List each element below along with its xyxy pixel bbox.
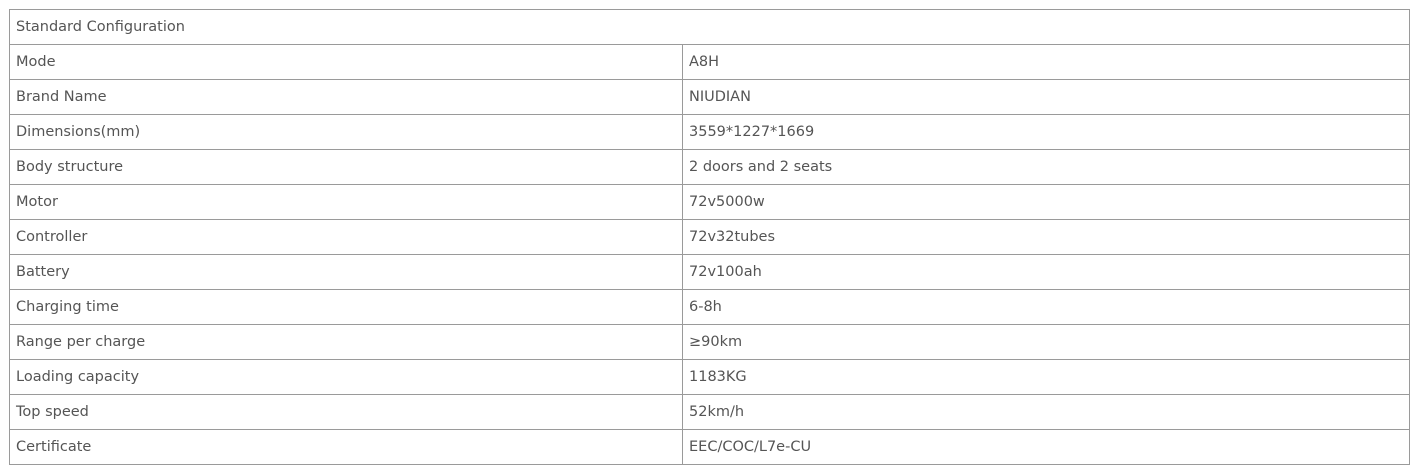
row-label: Top speed xyxy=(9,394,683,430)
row-value: 72v5000w xyxy=(681,184,1411,220)
row-value: 52km/h xyxy=(681,394,1411,430)
row-value: 1183KG xyxy=(681,359,1411,395)
row-value: ≥90km xyxy=(681,324,1411,360)
row-label: Loading capacity xyxy=(9,359,683,395)
row-value: 6-8h xyxy=(681,289,1411,325)
row-label: Battery xyxy=(9,254,683,290)
row-value: A8H xyxy=(681,44,1411,80)
row-value: 72v100ah xyxy=(681,254,1411,290)
row-value: NIUDIAN xyxy=(681,79,1411,115)
row-value: EEC/COC/L7e-CU xyxy=(681,429,1411,465)
table-row: Range per charge≥90km xyxy=(9,324,1411,360)
row-label: Certificate xyxy=(9,429,683,465)
row-label: Controller xyxy=(9,219,683,255)
table-row: Dimensions(mm)3559*1227*1669 xyxy=(9,114,1411,150)
row-value: 2 doors and 2 seats xyxy=(681,149,1411,185)
row-label: Brand Name xyxy=(9,79,683,115)
row-label: Range per charge xyxy=(9,324,683,360)
row-label: Dimensions(mm) xyxy=(9,114,683,150)
row-label: Body structure xyxy=(9,149,683,185)
row-label: Charging time xyxy=(9,289,683,325)
table-header-row: Standard Configuration xyxy=(8,9,1411,45)
table-title: Standard Configuration xyxy=(8,9,1411,45)
row-value: 3559*1227*1669 xyxy=(681,114,1411,150)
row-label: Mode xyxy=(9,44,683,80)
row-label: Motor xyxy=(9,184,683,220)
row-value: 72v32tubes xyxy=(681,219,1411,255)
